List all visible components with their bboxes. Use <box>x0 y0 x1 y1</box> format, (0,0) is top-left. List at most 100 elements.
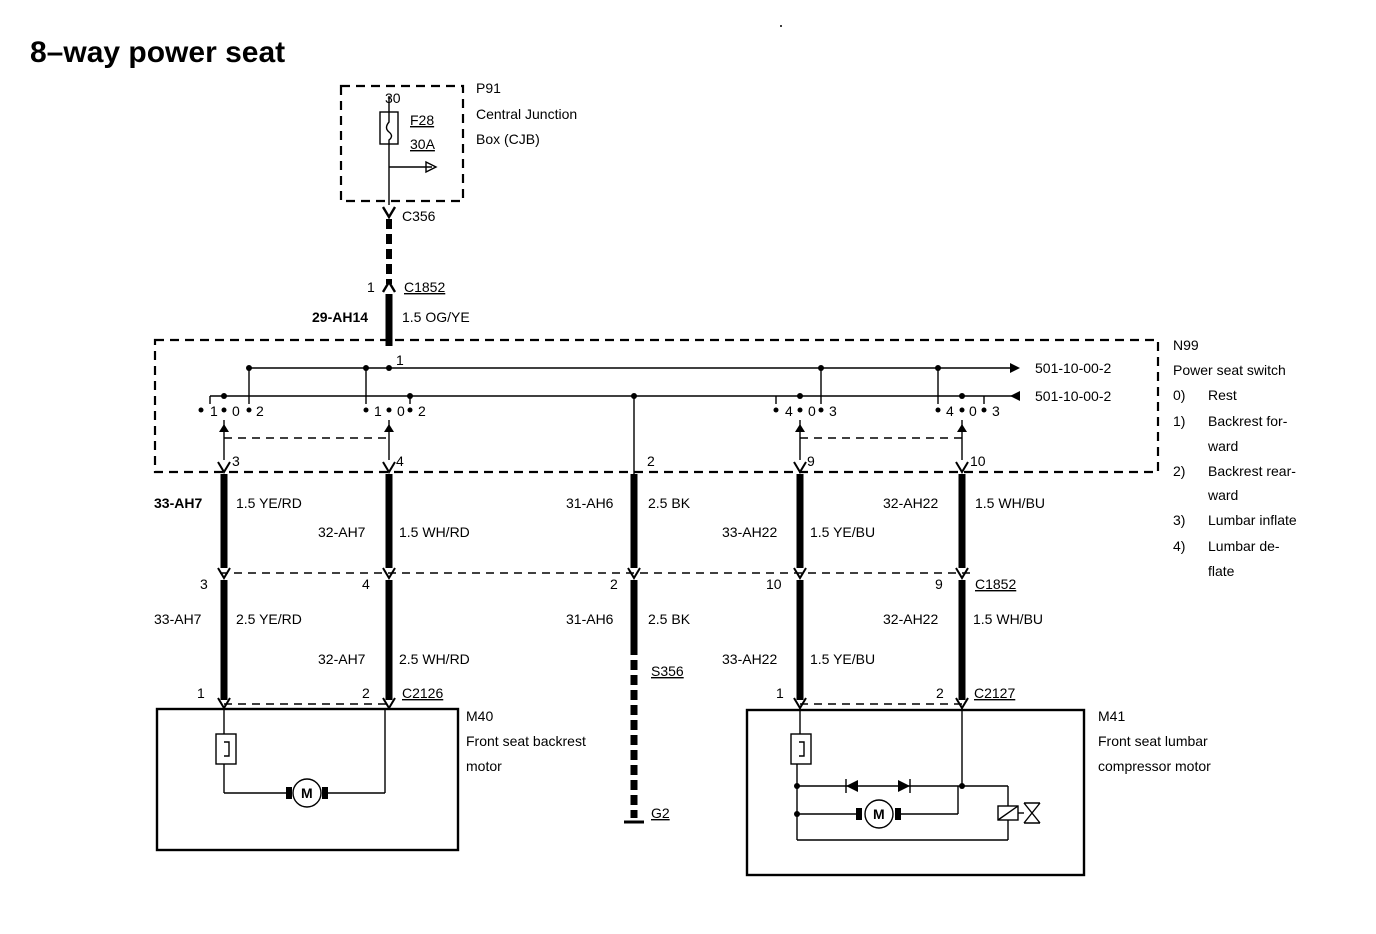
svg-text:1.5 YE/BU: 1.5 YE/BU <box>810 651 875 667</box>
switch-pin-1: 1 <box>396 352 404 368</box>
svg-text:9: 9 <box>807 453 815 469</box>
legend-0-num: 0) <box>1173 387 1185 403</box>
legend-0-text: Rest <box>1208 387 1237 403</box>
legend-1-text: Backrest for- <box>1208 413 1288 429</box>
svg-text:1: 1 <box>210 403 218 419</box>
svg-text:2.5 BK: 2.5 BK <box>648 495 691 511</box>
svg-text:32-AH22: 32-AH22 <box>883 611 938 627</box>
svg-text:3: 3 <box>829 403 837 419</box>
svg-text:32-AH7: 32-AH7 <box>318 524 366 540</box>
m41-name-line1: Front seat lumbar <box>1098 733 1208 749</box>
svg-text:2: 2 <box>610 576 618 592</box>
svg-text:33-AH7: 33-AH7 <box>154 611 202 627</box>
svg-text:33-AH22: 33-AH22 <box>722 651 777 667</box>
c2127-label: C2127 <box>974 685 1015 701</box>
svg-text:0: 0 <box>808 403 816 419</box>
m41-motor-icon <box>864 799 894 829</box>
svg-text:33-AH7: 33-AH7 <box>154 495 202 511</box>
cjb-ref: P91 <box>476 80 501 96</box>
svg-text:1.5 WH/BU: 1.5 WH/BU <box>973 611 1043 627</box>
svg-text:3: 3 <box>200 576 208 592</box>
c356-connector-icon <box>381 206 397 220</box>
m41-thermal-cutout-icon <box>790 733 812 765</box>
svg-text:3: 3 <box>232 453 240 469</box>
svg-text:2: 2 <box>418 403 426 419</box>
cjb-pin: 30 <box>385 90 401 106</box>
legend-4-text2: flate <box>1208 563 1235 579</box>
switch-ref-a: 501-10-00-2 <box>1035 360 1111 376</box>
svg-text:1: 1 <box>197 685 205 701</box>
switch-name: Power seat switch <box>1173 362 1286 378</box>
legend-3-num: 3) <box>1173 512 1185 528</box>
legend-2-text: Backrest rear- <box>1208 463 1296 479</box>
c356-label: C356 <box>402 208 436 224</box>
feed-wire-spec: 1.5 OG/YE <box>402 309 470 325</box>
svg-text:2: 2 <box>647 453 655 469</box>
c1852-top-pin: 1 <box>367 279 375 295</box>
svg-text:4: 4 <box>946 403 954 419</box>
legend-1-text2: ward <box>1207 438 1238 454</box>
m41-box <box>745 708 1086 877</box>
cjb-name-line2: Box (CJB) <box>476 131 540 147</box>
svg-text:1.5 YE/RD: 1.5 YE/RD <box>236 495 302 511</box>
cjb-name-line1: Central Junction <box>476 106 577 122</box>
svg-text:1: 1 <box>776 685 784 701</box>
c1852-mid-label: C1852 <box>975 576 1016 592</box>
m40-name-line2: motor <box>466 758 502 774</box>
fuse-id: F28 <box>410 112 434 128</box>
c1852-top-label: C1852 <box>404 279 445 295</box>
c2126-label: C2126 <box>402 685 443 701</box>
svg-text:1: 1 <box>374 403 382 419</box>
page-title: 8–way power seat <box>30 36 285 69</box>
m40-box <box>155 707 460 852</box>
legend-4-num: 4) <box>1173 538 1185 554</box>
svg-text:4: 4 <box>396 453 404 469</box>
svg-text:1.5 WH/BU: 1.5 WH/BU <box>975 495 1045 511</box>
c1852-top-connector-icon <box>381 279 397 293</box>
svg-text:2: 2 <box>362 685 370 701</box>
g2-label: G2 <box>651 805 670 821</box>
m41-ref: M41 <box>1098 708 1125 724</box>
svg-text:M: M <box>873 806 885 822</box>
svg-text:4: 4 <box>785 403 793 419</box>
m41-diode-right-icon <box>898 780 910 792</box>
svg-text:M: M <box>301 785 313 801</box>
legend-1-num: 1) <box>1173 413 1185 429</box>
m41-diode-left-icon <box>846 780 858 792</box>
fuse-link <box>385 112 393 144</box>
legend-2-text2: ward <box>1207 487 1238 503</box>
legend-4-text: Lumbar de- <box>1208 538 1280 554</box>
switch-box <box>153 338 1160 474</box>
svg-text:1.5 WH/RD: 1.5 WH/RD <box>399 524 470 540</box>
s356-label: S356 <box>651 663 684 679</box>
svg-text:2.5 YE/RD: 2.5 YE/RD <box>236 611 302 627</box>
svg-text:0: 0 <box>232 403 240 419</box>
svg-text:32-AH22: 32-AH22 <box>883 495 938 511</box>
svg-text:3: 3 <box>992 403 1000 419</box>
svg-text:0: 0 <box>397 403 405 419</box>
svg-text:32-AH7: 32-AH7 <box>318 651 366 667</box>
m40-thermal-cutout-icon <box>215 733 237 765</box>
fuse-rating: 30A <box>410 136 436 152</box>
svg-text:2: 2 <box>256 403 264 419</box>
switch-ref-b: 501-10-00-2 <box>1035 388 1111 404</box>
m41-name-line2: compressor motor <box>1098 758 1211 774</box>
m40-name-line1: Front seat backrest <box>466 733 586 749</box>
svg-text:10: 10 <box>970 453 986 469</box>
svg-text:33-AH22: 33-AH22 <box>722 524 777 540</box>
svg-text:2: 2 <box>936 685 944 701</box>
svg-text:4: 4 <box>362 576 370 592</box>
legend-2-num: 2) <box>1173 463 1185 479</box>
svg-text:10: 10 <box>766 576 782 592</box>
svg-text:31-AH6: 31-AH6 <box>566 495 614 511</box>
svg-text:9: 9 <box>935 576 943 592</box>
legend-3-text: Lumbar inflate <box>1208 512 1297 528</box>
svg-text:31-AH6: 31-AH6 <box>566 611 614 627</box>
svg-text:1.5 YE/BU: 1.5 YE/BU <box>810 524 875 540</box>
svg-text:2.5 WH/RD: 2.5 WH/RD <box>399 651 470 667</box>
m40-motor-icon <box>292 778 322 808</box>
feed-circuit: 29-AH14 <box>312 309 368 325</box>
switch-ref: N99 <box>1173 337 1199 353</box>
svg-text:0: 0 <box>969 403 977 419</box>
